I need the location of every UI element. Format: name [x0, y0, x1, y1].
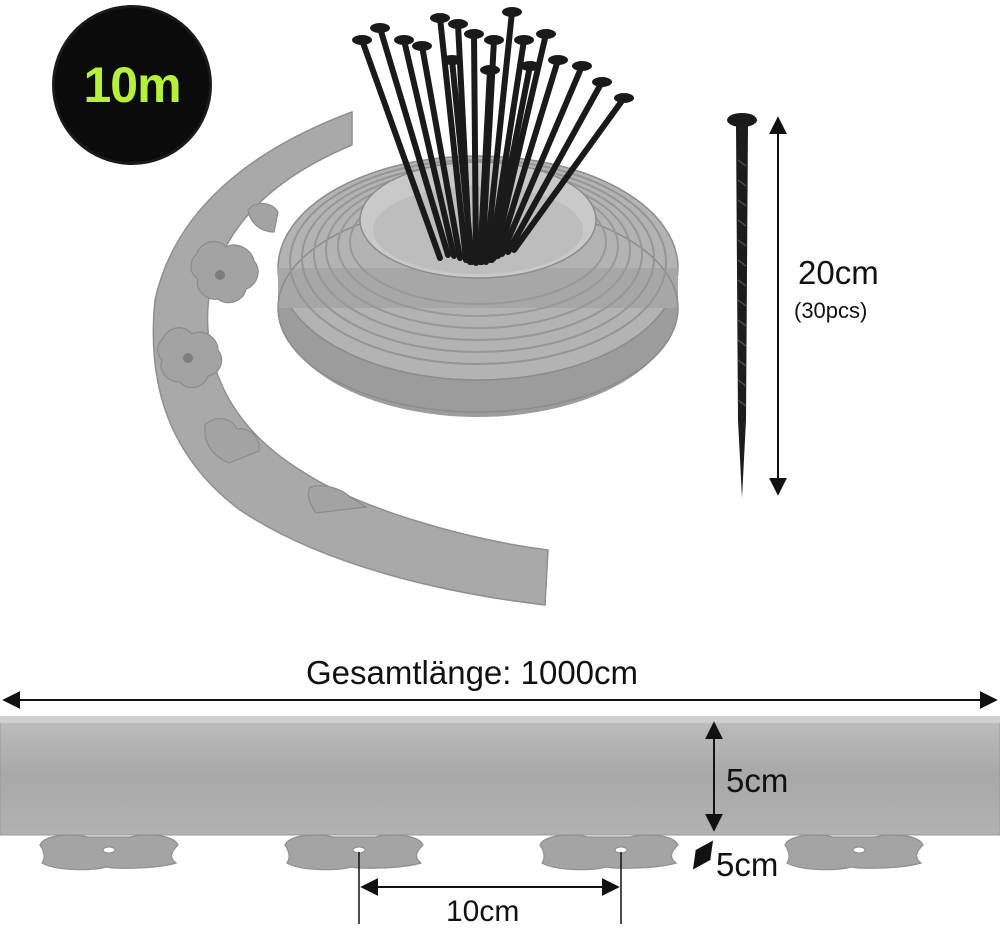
product-coil	[277, 155, 679, 417]
length-badge: 10m	[52, 5, 212, 165]
ground-peg-icon	[727, 113, 757, 498]
tab-depth-label: 5cm	[716, 846, 779, 883]
peg-count-label: (30pcs)	[794, 298, 868, 323]
badge-text: 10m	[83, 57, 181, 113]
tab-depth-arrow	[692, 840, 714, 870]
peg-bundle	[352, 7, 634, 266]
straight-edging-strip	[0, 716, 1000, 871]
peg-length-label: 20cm	[798, 254, 879, 291]
total-length-label: Gesamtlänge: 1000cm	[306, 654, 639, 691]
height-label: 5cm	[726, 762, 789, 799]
loose-edging-strip	[152, 110, 549, 606]
spacing-label: 10cm	[446, 895, 520, 928]
